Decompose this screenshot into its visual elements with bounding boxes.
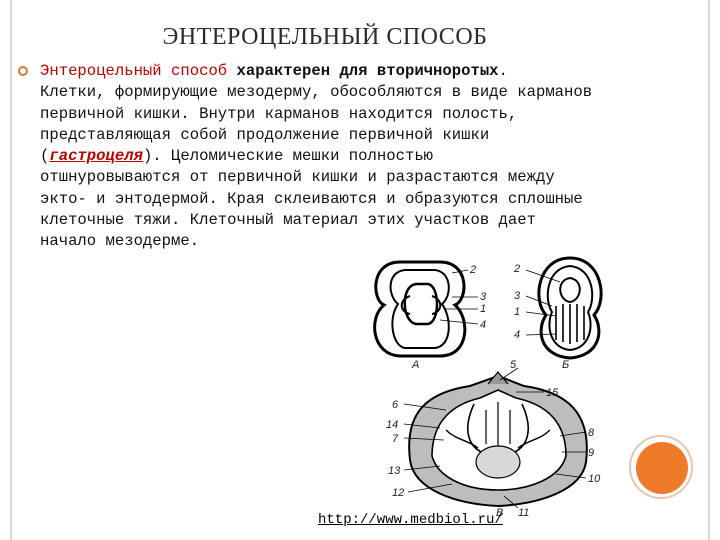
paragraph-segment: экто- и энтодермой. Края склеиваются и о…	[40, 189, 583, 208]
label-c-letter: В	[496, 507, 503, 519]
label-a-3: 3	[480, 291, 487, 303]
label-c-8: 8	[588, 427, 595, 439]
paragraph-segment: первичной кишки. Внутри карманов находит…	[40, 104, 518, 123]
label-c-13: 13	[388, 465, 401, 477]
paragraph-segment: начало мезодерме.	[40, 232, 200, 251]
label-c-10: 10	[588, 473, 601, 485]
paragraph-segment: ). Целомические мешки полностью	[142, 147, 434, 166]
label-c-5: 5	[510, 359, 517, 371]
paragraph-line: Энтероцельный способ характерен для втор…	[40, 61, 680, 82]
paragraph-line: начало мезодерме.	[40, 231, 680, 252]
paragraph-segment: (	[40, 147, 50, 166]
label-b-2: 2	[513, 263, 520, 275]
slide-frame-right	[708, 0, 710, 540]
label-a-letter: А	[411, 359, 419, 371]
label-b-letter: Б	[562, 359, 569, 371]
paragraph-segment: .	[498, 62, 508, 80]
paragraph-segment: Энтероцельный способ	[40, 62, 228, 80]
label-b-3: 3	[514, 290, 521, 302]
label-c-9: 9	[588, 447, 594, 459]
paragraph-line: экто- и энтодермой. Края склеиваются и о…	[40, 189, 680, 210]
label-c-15: 15	[546, 387, 559, 399]
bullet-icon	[18, 66, 28, 76]
slide-frame-left	[10, 0, 12, 540]
decorative-circle-outline	[629, 435, 693, 499]
source-link[interactable]: http://www.medbiol.ru/	[318, 512, 503, 528]
label-a-4: 4	[480, 319, 486, 331]
paragraph-segment: отшнуровываются от первичной кишки и раз…	[40, 168, 555, 187]
paragraph-line: Клетки, формирующие мезодерму, обособляю…	[40, 82, 680, 103]
embryo-diagram-c	[403, 367, 588, 509]
slide-title: ЭНТЕРОЦЕЛЬНЫЙ СПОСОБ	[162, 24, 488, 50]
label-a-2: 2	[469, 264, 476, 276]
paragraph-segment: гастроцеля	[49, 147, 143, 166]
label-c-12: 12	[392, 487, 404, 499]
paragraph-segment: представляющая собой продолжение первичн…	[40, 125, 490, 144]
label-c-14: 14	[386, 419, 398, 431]
label-c-11: 11	[518, 507, 529, 519]
paragraph-line: представляющая собой продолжение первичн…	[40, 125, 680, 146]
embryo-diagram-a	[373, 260, 479, 358]
label-b-4: 4	[514, 329, 520, 341]
paragraph-line: клеточные тяжи. Клеточный материал этих …	[40, 210, 680, 231]
paragraph-line: (гастроцеля). Целомические мешки полност…	[40, 146, 680, 167]
paragraph-segment: характерен для вторичноротых	[236, 62, 499, 80]
decorative-circle	[636, 442, 688, 494]
label-c-6: 6	[392, 399, 399, 411]
embryo-diagram-b	[525, 256, 603, 360]
body-paragraph: Энтероцельный способ характерен для втор…	[40, 61, 680, 253]
paragraph-segment: клеточные тяжи. Клеточный материал этих …	[40, 211, 536, 230]
figure-labels: 2 3 1 4 А 2 3 1 4 Б 5 15 6 14 7 8 9 13 1…	[386, 263, 601, 519]
label-b-1: 1	[514, 306, 520, 318]
paragraph-segment: Клетки, формирующие мезодерму, обособляю…	[40, 83, 593, 102]
paragraph-line: первичной кишки. Внутри карманов находит…	[40, 104, 680, 125]
paragraph-line: отшнуровываются от первичной кишки и раз…	[40, 167, 680, 188]
label-a-1: 1	[480, 303, 486, 315]
label-c-7: 7	[392, 433, 399, 445]
